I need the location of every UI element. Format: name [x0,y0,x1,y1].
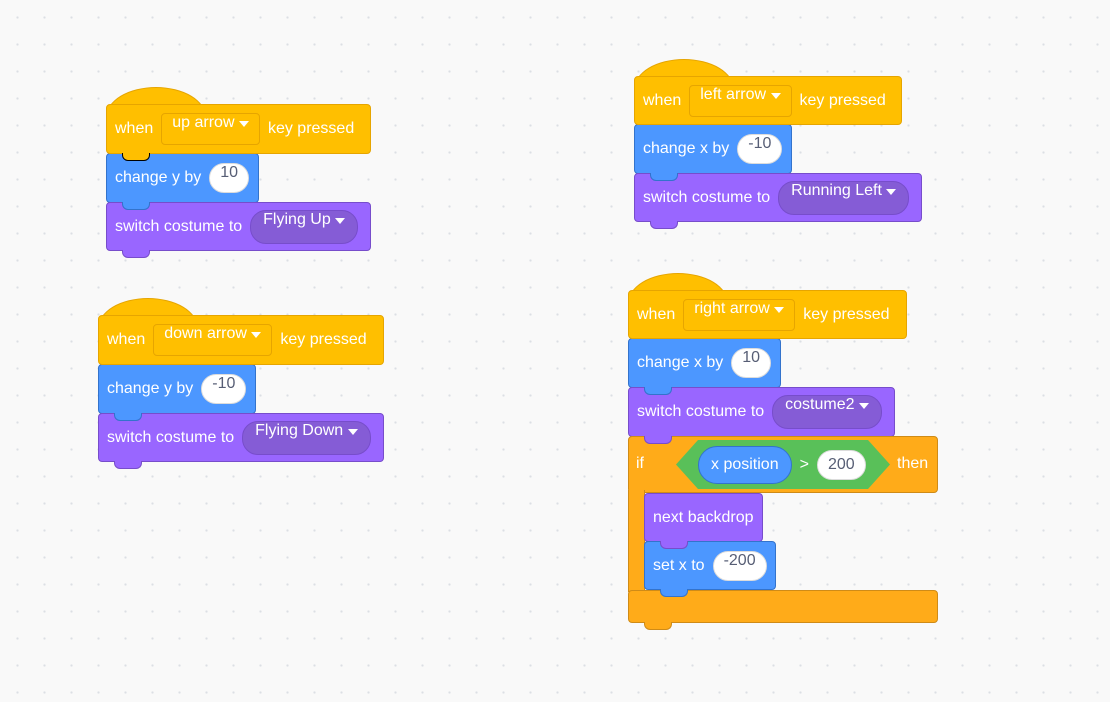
change-x-input[interactable]: 10 [731,348,772,378]
if-then-block-arm [628,490,645,592]
change-y-block[interactable]: change y by -10 [98,364,256,414]
greater-than-operator: > [799,455,809,473]
next-backdrop-block[interactable]: next backdrop [644,493,763,542]
chevron-down-icon [886,188,897,195]
change-y-block[interactable]: change y by 10 [106,153,259,203]
switch-costume-block[interactable]: switch costume to Flying Down [98,413,384,462]
block-notch [114,413,142,421]
then-label: then [897,455,929,472]
when-key-pressed-block[interactable]: when down arrow key pressed [98,315,384,365]
switch-costume-block[interactable]: switch costume to Running Left [634,173,922,222]
key-pressed-label: key pressed [799,91,886,109]
chevron-down-icon [335,217,346,224]
set-x-block[interactable]: set x to -200 [644,541,776,590]
chevron-down-icon [858,403,869,409]
chevron-down-icon [347,428,358,435]
block-notch [644,622,672,630]
change-x-block[interactable]: change x by 10 [628,338,781,388]
if-label: if [636,455,644,472]
change-x-label: change x by [637,354,724,371]
set-x-label: set x to [653,556,705,574]
block-notch [650,221,678,229]
next-backdrop-label: next backdrop [653,508,754,526]
when-label: when [637,305,676,323]
set-x-input[interactable]: -200 [712,550,767,581]
costume-dropdown[interactable]: Flying Up [250,209,359,244]
switch-costume-label: switch costume to [107,428,235,446]
chevron-down-icon [238,121,249,127]
key-dropdown-value: down arrow [164,325,247,342]
key-dropdown-value: right arrow [694,299,770,317]
script-right-arrow[interactable]: when right arrow key pressed change x by… [0,0,938,630]
chevron-down-icon [251,332,262,338]
script-left-arrow[interactable]: when left arrow key pressed change x by … [0,0,922,229]
change-x-input[interactable]: -10 [737,134,783,164]
key-dropdown[interactable]: right arrow [683,298,796,331]
change-y-label: change y by [107,380,194,397]
key-dropdown[interactable]: down arrow [153,324,273,356]
block-notch [660,589,688,597]
switch-costume-block[interactable]: switch costume to costume2 [628,387,895,437]
block-notch [644,436,672,444]
when-key-pressed-block[interactable]: when right arrow key pressed [628,290,907,339]
costume-dropdown-value: Running Left [791,181,882,199]
x-position-reporter[interactable]: x position [698,446,792,484]
change-y-label: change y by [115,169,202,186]
greater-than-condition[interactable]: x position > 200 [676,440,890,489]
costume-dropdown-value: Flying Down [255,421,344,439]
switch-costume-block[interactable]: switch costume to Flying Up [106,202,371,251]
costume-dropdown-value: Flying Up [263,210,331,228]
costume-dropdown[interactable]: costume2 [772,395,882,429]
compare-value-input[interactable]: 200 [817,450,866,480]
key-dropdown-value: up arrow [172,114,235,131]
block-notch [114,461,142,469]
switch-costume-label: switch costume to [643,188,771,206]
change-y-input[interactable]: -10 [201,374,247,404]
script-up-arrow[interactable]: when up arrow key pressed change y by 10… [0,0,371,258]
when-key-pressed-block[interactable]: when left arrow key pressed [634,76,902,125]
script-down-arrow[interactable]: when down arrow key pressed change y by … [0,0,384,469]
key-pressed-label: key pressed [280,331,367,348]
if-then-block-bottom [628,590,938,623]
when-label: when [115,120,154,137]
block-notch [644,387,672,395]
change-y-input[interactable]: 10 [209,163,250,193]
costume-dropdown-value: costume2 [785,396,855,413]
chevron-down-icon [770,92,781,99]
switch-costume-label: switch costume to [115,217,243,235]
switch-costume-label: switch costume to [637,403,765,420]
block-notch [650,173,678,181]
change-x-block[interactable]: change x by -10 [634,124,792,174]
key-pressed-label: key pressed [803,305,890,323]
block-notch [660,541,688,549]
block-notch [122,202,150,210]
key-dropdown[interactable]: up arrow [161,113,260,145]
key-dropdown[interactable]: left arrow [689,84,792,117]
key-dropdown-value: left arrow [700,85,767,103]
when-label: when [107,331,146,348]
chevron-down-icon [774,306,785,313]
block-notch [122,153,150,161]
when-label: when [643,91,682,109]
when-key-pressed-block[interactable]: when up arrow key pressed [106,104,371,154]
costume-dropdown[interactable]: Running Left [778,180,910,215]
key-pressed-label: key pressed [267,120,355,137]
change-x-label: change x by [643,140,730,157]
block-notch [122,250,150,258]
costume-dropdown[interactable]: Flying Down [242,420,371,455]
